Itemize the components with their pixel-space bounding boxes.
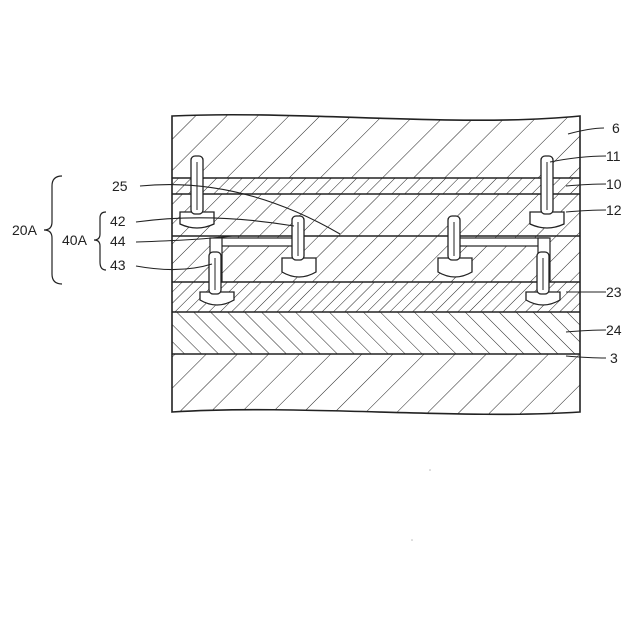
layer-10 [168, 178, 588, 194]
label-43: 43 [110, 257, 126, 273]
speck [411, 539, 413, 541]
label-25: 25 [112, 178, 128, 194]
layer-24 [168, 312, 588, 354]
brace-40A [94, 212, 106, 270]
speck [429, 469, 431, 471]
label-42: 42 [110, 213, 126, 229]
braces [44, 176, 106, 284]
label-10: 10 [606, 176, 622, 192]
pad-42-left [282, 258, 316, 277]
label-40A: 40A [62, 232, 88, 248]
brace-20A [44, 176, 62, 284]
label-6: 6 [612, 120, 620, 136]
pad-42-right [438, 258, 472, 277]
wire-left [214, 238, 300, 246]
wire-right [452, 238, 548, 246]
label-44: 44 [110, 233, 126, 249]
label-11: 11 [606, 148, 621, 164]
label-20A: 20A [12, 222, 38, 238]
label-3: 3 [610, 350, 618, 366]
layer-stack [168, 108, 588, 424]
label-24: 24 [606, 322, 622, 338]
label-12: 12 [606, 202, 622, 218]
label-23: 23 [606, 284, 622, 300]
layer-12 [168, 194, 588, 236]
